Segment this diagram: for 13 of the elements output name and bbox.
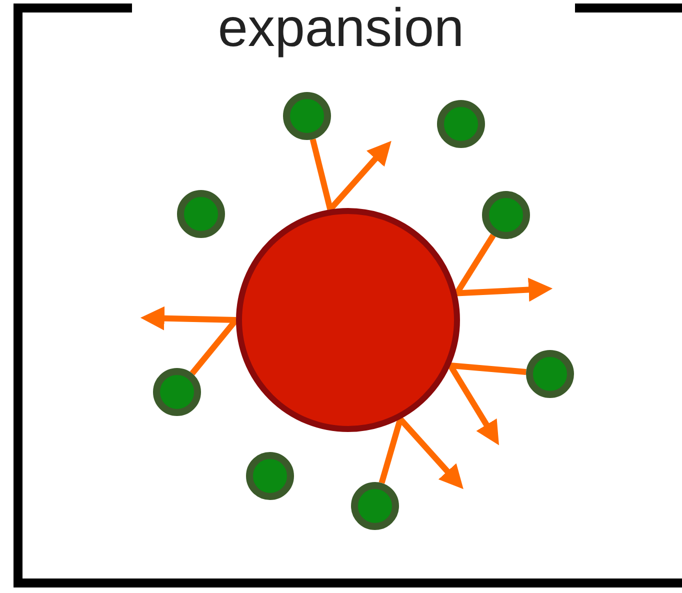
- small-particle: [482, 191, 530, 239]
- small-particle: [177, 190, 225, 238]
- small-particle: [437, 100, 485, 148]
- bounce-arrow: [398, 417, 464, 490]
- small-particle: [153, 368, 201, 416]
- bounce-arrow: [328, 140, 392, 212]
- small-particle: [283, 92, 331, 140]
- small-particle: [351, 482, 399, 530]
- bounce-arrow: [140, 306, 236, 330]
- small-particle: [526, 350, 574, 398]
- bounce-arrow: [456, 278, 553, 302]
- small-particle: [246, 452, 294, 500]
- title: expansion: [216, 0, 466, 60]
